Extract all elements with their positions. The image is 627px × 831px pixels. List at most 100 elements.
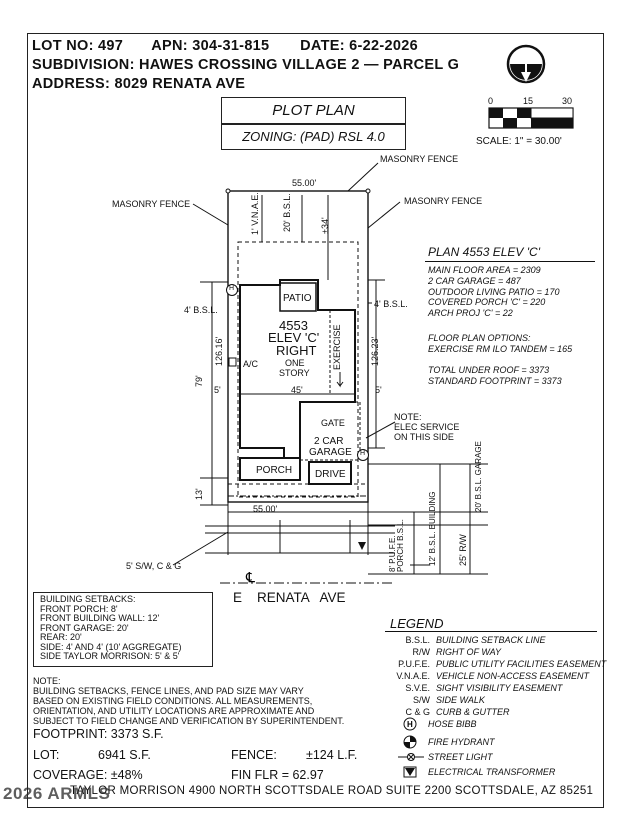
- house-elevation: ELEV 'C': [268, 330, 320, 345]
- arch-proj-area: ARCH PROJ 'C' = 22: [428, 308, 513, 319]
- house-width-45: 45': [291, 385, 303, 395]
- patio-label: PATIO: [283, 293, 312, 304]
- fence-label: FENCE:: [231, 748, 277, 762]
- plot-plan-sheet: [27, 33, 604, 808]
- setback-front-porch: FRONT PORCH: 8': [40, 603, 118, 614]
- note-line-4: SUBJECT TO FIELD CHANGE AND VERIFICATION…: [33, 716, 345, 726]
- legend-underline: [385, 631, 597, 632]
- date: DATE: 6-22-2026: [300, 38, 418, 54]
- electrical-transformer-icon: [403, 766, 417, 778]
- elec-note-line-2: ON THIS SIDE: [394, 432, 454, 442]
- hose-bibb-icon: H: [360, 450, 366, 457]
- plan-areas: MAIN FLOOR AREA = 2309 2 CAR GARAGE = 48…: [428, 265, 559, 319]
- lot-number: LOT NO: 497: [32, 38, 124, 54]
- address: ADDRESS: 8029 RENATA AVE: [32, 76, 246, 92]
- depth-right: 126.23': [370, 336, 380, 366]
- pufe-porch-label: 8' P.U.F.E. PORCH B.S.L.: [388, 519, 405, 572]
- finished-floor: FIN FLR = 62.97: [231, 768, 324, 782]
- subdivision: SUBDIVISION: HAWES CROSSING VILLAGE 2 — …: [32, 57, 460, 73]
- side-5-right: 5': [375, 385, 382, 395]
- fire-hydrant-icon: [403, 735, 417, 749]
- setback-front-garage: FRONT GARAGE: 20': [40, 622, 129, 633]
- scale-tick-15: 15: [523, 96, 534, 106]
- svg-text:H: H: [407, 720, 413, 729]
- scale-label: SCALE: 1" = 30.00': [476, 136, 562, 147]
- porch-area: COVERED PORCH 'C' = 220: [428, 297, 546, 308]
- north-arrow-icon: [506, 44, 546, 84]
- apn: APN: 304-31-815: [151, 38, 270, 54]
- plan-totals: TOTAL UNDER ROOF = 3373 STANDARD FOOTPRI…: [428, 365, 562, 387]
- street-light-icon: [398, 753, 424, 761]
- legend-item-sve: S.V.E.SIGHT VISIBILITY EASEMENT: [405, 683, 563, 693]
- street-name: E RENATA AVE: [233, 590, 346, 605]
- porch-label: PORCH: [256, 465, 293, 476]
- exercise-label: EXERCISE: [332, 324, 342, 370]
- setback-front-wall: FRONT BUILDING WALL: 12': [40, 613, 160, 623]
- plan-heading: PLAN 4553 ELEV 'C': [428, 245, 540, 259]
- one-story-line-2: STORY: [279, 368, 310, 378]
- garage-area: 2 CAR GARAGE = 487: [428, 275, 521, 286]
- building-bsl-label: 12' B.S.L. BUILDING: [428, 491, 437, 566]
- setback-line: [237, 241, 359, 498]
- scale-tick-30: 30: [562, 96, 573, 106]
- garage-label-2: GARAGE: [309, 447, 352, 458]
- plot-plan-title: PLOT PLAN: [221, 97, 406, 124]
- rear-bsl-label: 20' B.S.L.: [282, 193, 292, 232]
- general-note: NOTE: BUILDING SETBACKS, FENCE LINES, AN…: [33, 676, 344, 726]
- footprint: FOOTPRINT: 3373 S.F.: [33, 727, 164, 741]
- building-setbacks-box: BUILDING SETBACKS: FRONT PORCH: 8' FRONT…: [33, 592, 213, 667]
- side-5-left: 5': [214, 385, 221, 395]
- svg-text:℄: ℄: [245, 569, 255, 585]
- sidewalk-label: 5' S/W, C & G: [126, 561, 182, 571]
- main-floor-area: MAIN FLOOR AREA = 2309: [428, 265, 541, 275]
- zoning-label: ZONING: (PAD) RSL 4.0: [221, 124, 406, 150]
- scale-bar: [488, 107, 574, 129]
- one-story-line-1: ONE: [285, 358, 305, 368]
- total-under-roof: TOTAL UNDER ROOF = 3373: [428, 365, 550, 375]
- mls-watermark: 2026 ARMLS: [3, 784, 111, 803]
- garage-label-1: 2 CAR: [314, 436, 344, 447]
- right-bsl-label: 4' B.S.L.: [374, 299, 408, 309]
- legend-hose-bibb: HOSE BIBB: [428, 719, 477, 729]
- footer-address: TAYLOR MORRISON 4900 NORTH SCOTTSDALE RO…: [70, 785, 594, 797]
- hose-bibb-icon: H: [403, 717, 417, 731]
- legend-symbols: H: [398, 717, 424, 778]
- setback-side: SIDE: 4' AND 4' (10' AGGREGATE): [40, 641, 182, 652]
- note-line-1: BUILDING SETBACKS, FENCE LINES, AND PAD …: [33, 686, 304, 696]
- exercise-option: EXERCISE RM ILO TANDEM = 165: [428, 344, 573, 354]
- house-plan-number: 4553: [279, 318, 308, 333]
- masonry-fence-top-label: MASONRY FENCE: [380, 154, 459, 164]
- plan-options: FLOOR PLAN OPTIONS: EXERCISE RM ILO TAND…: [428, 333, 572, 355]
- depth-left: 126.16': [214, 336, 224, 366]
- lot-width-bottom: 55.00': [253, 504, 278, 514]
- coverage: COVERAGE: ±48%: [33, 768, 143, 782]
- note-line-2: BASED ON EXISTING FIELD CONDITIONS. ALL …: [33, 696, 313, 706]
- gate-label: GATE: [321, 418, 345, 428]
- header-line-1: LOT NO: 497 APN: 304-31-815 DATE: 6-22-2…: [32, 38, 418, 54]
- legend-street-light: STREET LIGHT: [428, 752, 493, 762]
- note-heading: NOTE:: [33, 676, 61, 686]
- legend-fire-hydrant: FIRE HYDRANT: [428, 737, 495, 747]
- ac-label: A/C: [243, 359, 259, 369]
- drive-label: DRIVE: [315, 469, 346, 480]
- masonry-fence-left-label: MASONRY FENCE: [112, 199, 191, 209]
- vnae-label: 1' V.N.A.E.: [250, 192, 260, 235]
- patio-area: OUTDOOR LIVING PATIO = 170: [428, 286, 560, 297]
- rear-dimension: ±34': [320, 217, 330, 234]
- standard-footprint: STANDARD FOOTPRINT = 3373: [428, 376, 562, 386]
- plan-heading-underline: [425, 261, 595, 262]
- legend-heading: LEGEND: [390, 616, 444, 631]
- hose-bibb-icon: H: [229, 285, 235, 292]
- depth-13: 13': [194, 488, 204, 500]
- options-heading: FLOOR PLAN OPTIONS:: [428, 333, 531, 343]
- note-line-3: ORIENTATION, AND UTILITY LOCATIONS ARE A…: [33, 706, 315, 716]
- house-hand: RIGHT: [276, 343, 317, 358]
- masonry-fence-right-label: MASONRY FENCE: [404, 196, 483, 206]
- left-bsl-label: 4' B.S.L.: [184, 305, 218, 315]
- legend-item-vnae: V.N.A.E.VEHICLE NON-ACCESS EASEMENT: [396, 671, 590, 681]
- depth-79: 79': [194, 375, 204, 387]
